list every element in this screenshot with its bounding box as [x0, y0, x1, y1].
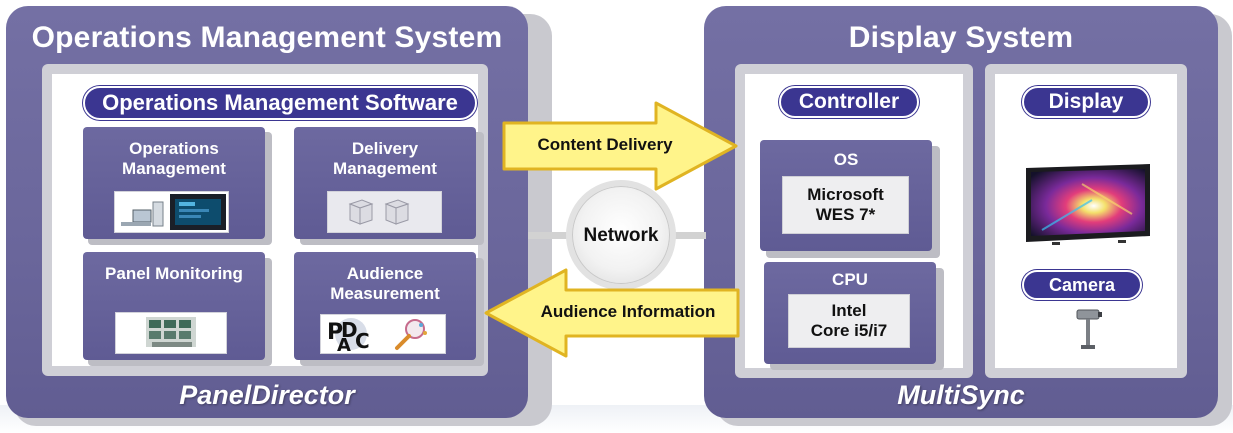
pdca-magnifier-icon: P D A C	[320, 314, 446, 356]
os-value-box: Microsoft WES 7*	[782, 176, 909, 234]
card-label-line2: Management	[333, 159, 437, 178]
svg-text:C: C	[355, 329, 370, 353]
cpu-label: CPU	[832, 270, 868, 289]
network-link-left	[528, 232, 572, 239]
operations-management-software-label: Operations Management Software	[83, 86, 477, 120]
delivery-management-card: Delivery Management	[294, 127, 476, 239]
display-system-panel: Display System Controller OS Microsoft W…	[704, 6, 1218, 418]
display-system-title: Display System	[848, 21, 1074, 54]
multisync-label: MultiSync	[897, 380, 1025, 410]
operations-management-system-panel: Operations Management System Operations …	[6, 6, 528, 418]
card-label-line2: Management	[122, 159, 226, 178]
os-label: OS	[833, 150, 859, 169]
audience-information-label: Audience Information	[540, 302, 716, 321]
control-room-icon	[115, 312, 227, 354]
card-label-line2: Measurement	[330, 284, 440, 303]
operations-system-title: Operations Management System	[31, 21, 503, 54]
audience-measurement-card: Audience Measurement P D A C	[294, 252, 476, 360]
computer-workstation-icon	[114, 191, 229, 233]
audience-information-arrow	[484, 268, 740, 358]
os-value-line1: Microsoft	[807, 185, 884, 204]
display-label: Display	[1022, 86, 1150, 118]
servers-icon	[327, 191, 442, 233]
network-label: Network	[583, 225, 659, 246]
os-card: OS Microsoft WES 7*	[760, 140, 932, 251]
panel-monitoring-card: Panel Monitoring	[83, 252, 265, 360]
os-value-line2: WES 7*	[815, 205, 876, 224]
display-monitor-icon	[1022, 164, 1154, 246]
svg-text:A: A	[337, 335, 351, 353]
svg-text:D: D	[341, 318, 358, 342]
cpu-value-box: Intel Core i5/i7	[788, 294, 910, 348]
controller-label: Controller	[779, 86, 919, 118]
content-delivery-label: Content Delivery	[537, 135, 673, 154]
operations-management-card: Operations Management	[83, 127, 265, 239]
card-label-line1: Audience	[346, 264, 424, 283]
svg-text:P: P	[327, 320, 343, 345]
camera-label: Camera	[1022, 270, 1142, 300]
camera-icon	[1074, 306, 1104, 352]
paneldirector-label: PanelDirector	[179, 380, 355, 410]
network-node	[566, 180, 676, 290]
cpu-value-line2: Core i5/i7	[810, 321, 888, 340]
content-delivery-arrow	[502, 101, 738, 191]
cpu-card: CPU Intel Core i5/i7	[764, 262, 936, 364]
card-label-line1: Panel Monitoring	[105, 264, 243, 283]
card-label-line1: Operations	[129, 139, 219, 158]
cpu-value-line1: Intel	[831, 301, 867, 320]
network-link-right	[670, 232, 706, 239]
card-label-line1: Delivery	[351, 139, 419, 158]
